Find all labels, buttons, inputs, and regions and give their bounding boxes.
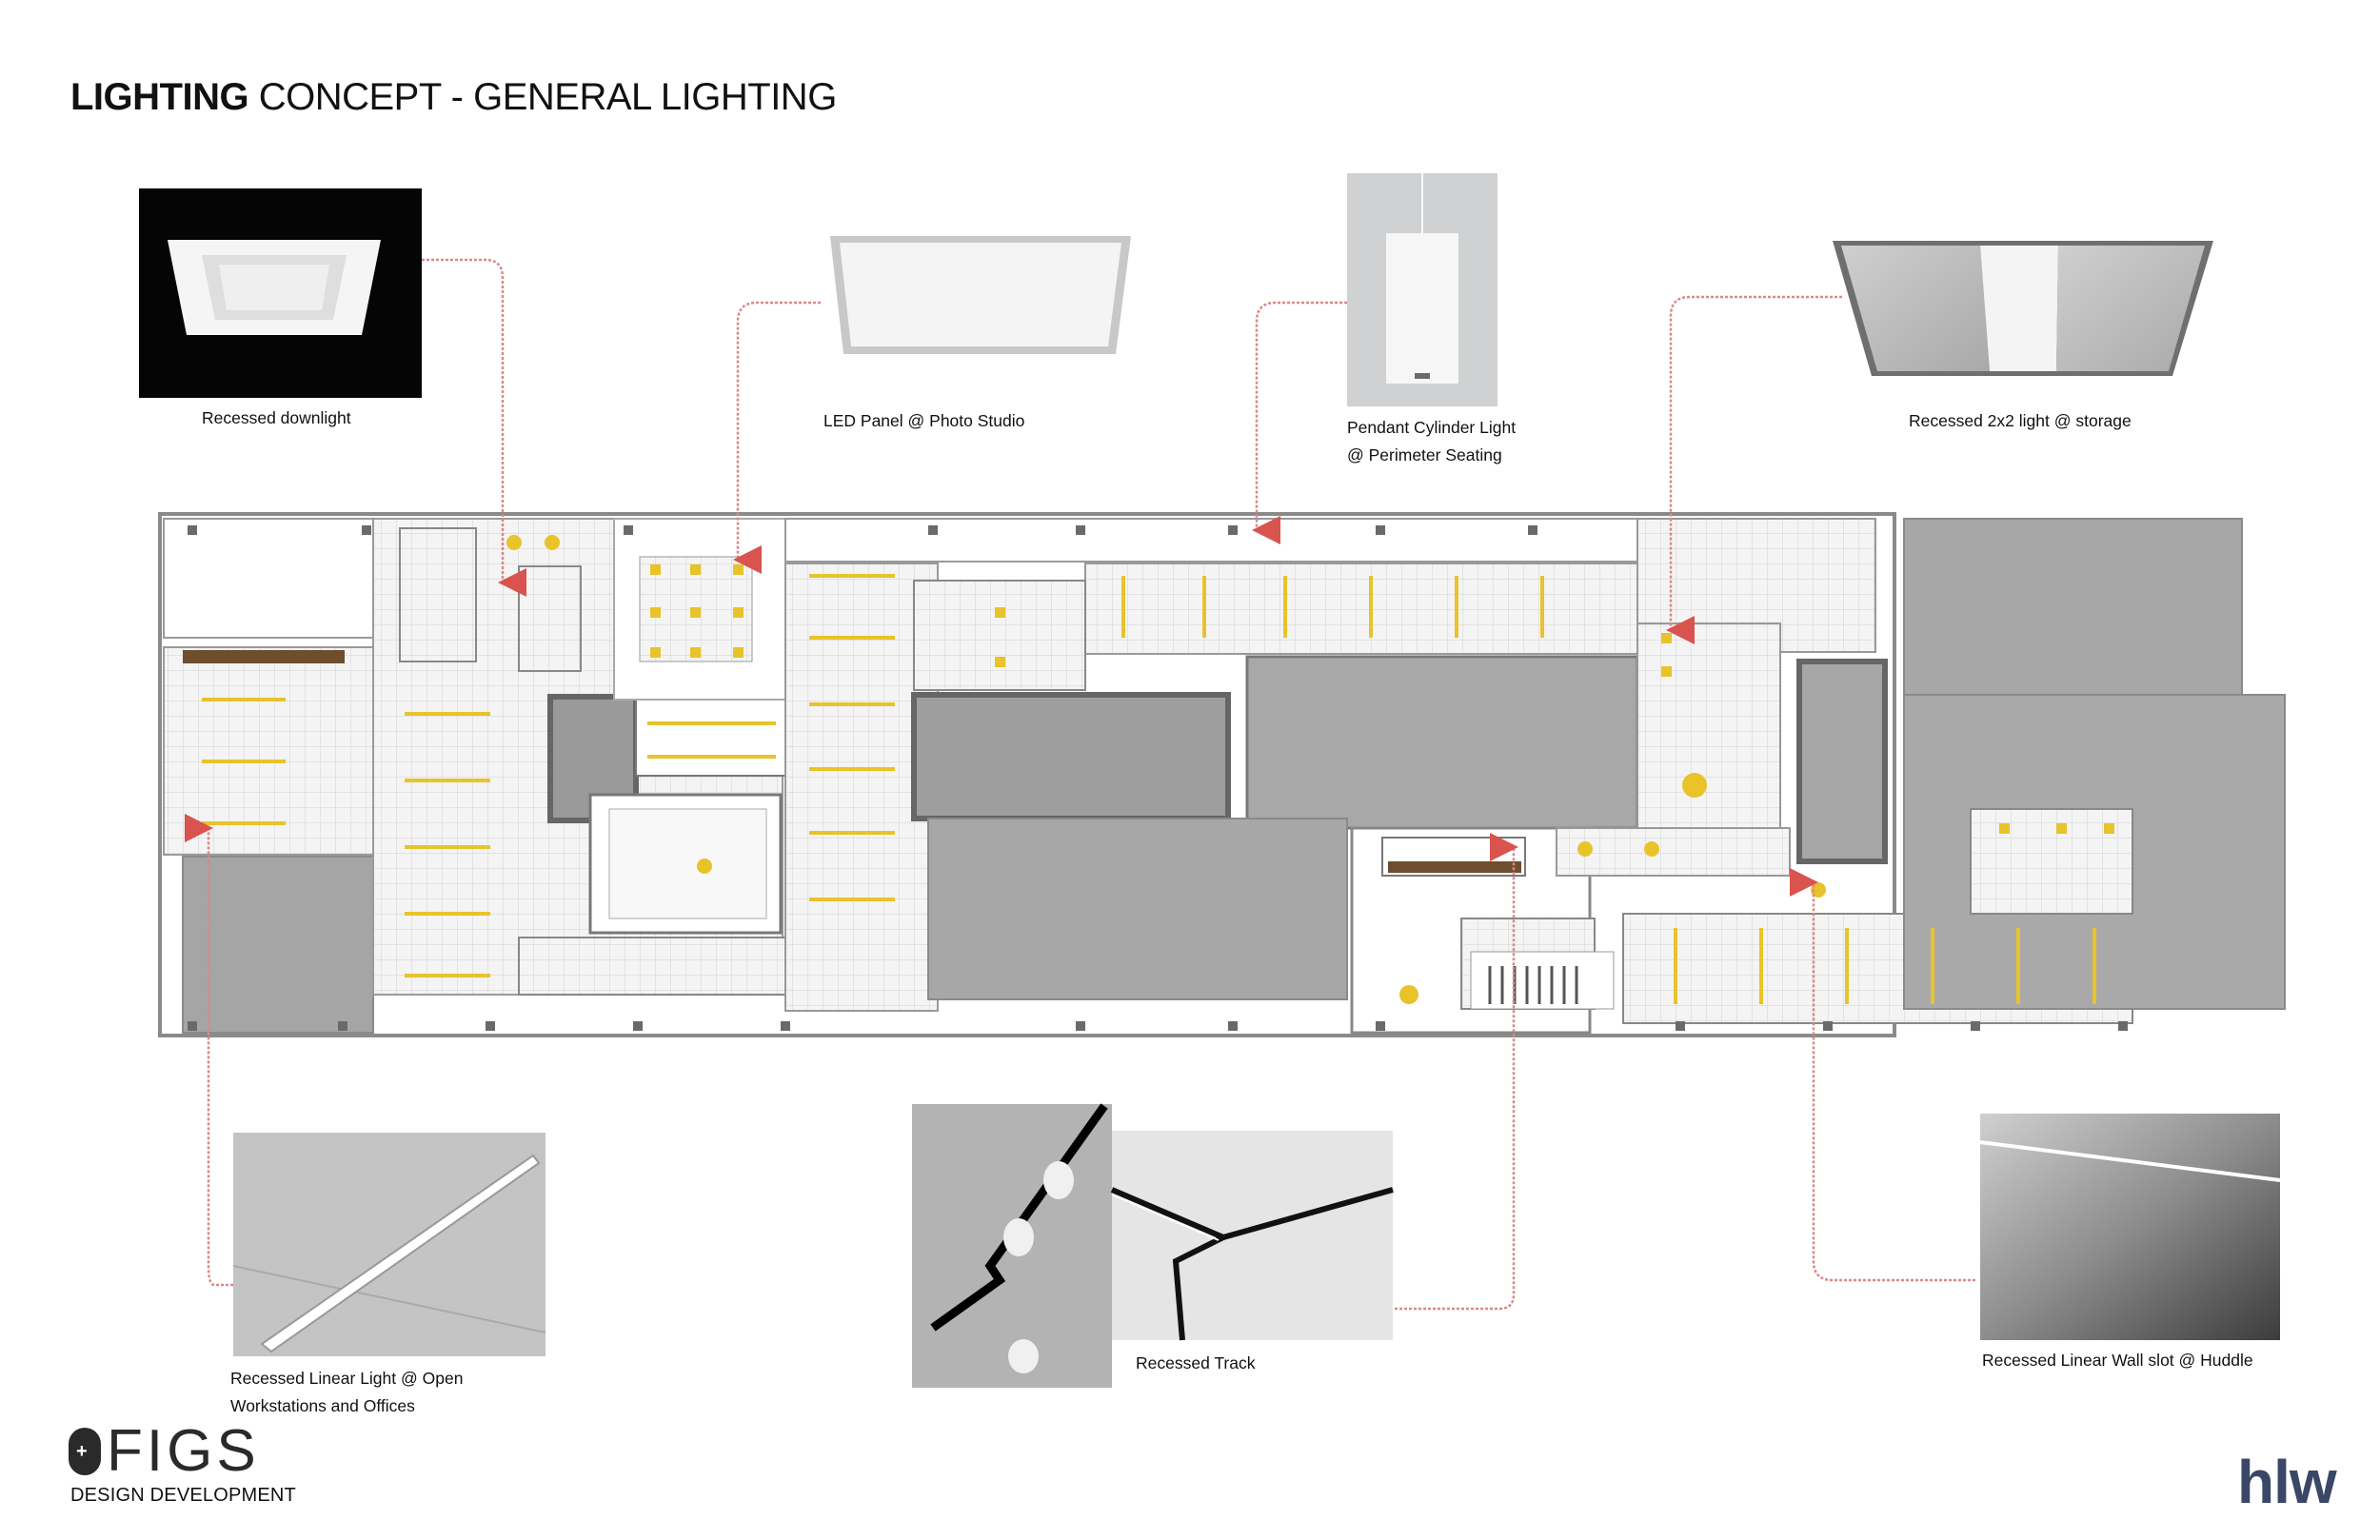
caption-linear-line2: Workstations and Offices (230, 1396, 415, 1415)
floor-plan (158, 512, 2286, 1037)
leader-lines (185, 258, 1975, 1311)
caption-recessed-downlight: Recessed downlight (202, 408, 351, 427)
caption-linear-line1: Recessed Linear Light @ Open (230, 1369, 464, 1388)
page-title: LIGHTING CONCEPT - GENERAL LIGHTING (70, 76, 837, 119)
caption-led-panel: LED Panel @ Photo Studio (823, 411, 1025, 430)
brand-name: FIGS (107, 1418, 260, 1484)
led-panel-image (830, 236, 1131, 354)
figs-logo: + FIGS (69, 1418, 260, 1484)
phase-label: DESIGN DEVELOPMENT (70, 1485, 296, 1506)
caption-recessed-2x2: Recessed 2x2 light @ storage (1909, 411, 2132, 430)
caption-pendant-line1: Pendant Cylinder Light (1347, 418, 1517, 437)
recessed-downlight-image (139, 188, 422, 398)
firm-logo: hlw (2237, 1448, 2337, 1516)
track-image-left (912, 1103, 1112, 1388)
title-rest: CONCEPT - GENERAL LIGHTING (248, 76, 838, 118)
track-image-right (1110, 1131, 1394, 1341)
wall-slot-image (1979, 1114, 2281, 1340)
title-bold: LIGHTING (70, 76, 249, 118)
caption-track: Recessed Track (1136, 1353, 1256, 1372)
caption-wall-slot: Recessed Linear Wall slot @ Huddle (1982, 1351, 2253, 1370)
caption-pendant-line2: @ Perimeter Seating (1347, 445, 1502, 464)
pendant-cylinder-image (1347, 173, 1497, 406)
recessed-linear-image (232, 1133, 546, 1356)
recessed-2x2-image (1833, 241, 2213, 376)
plus-pill-icon: + (69, 1428, 101, 1475)
